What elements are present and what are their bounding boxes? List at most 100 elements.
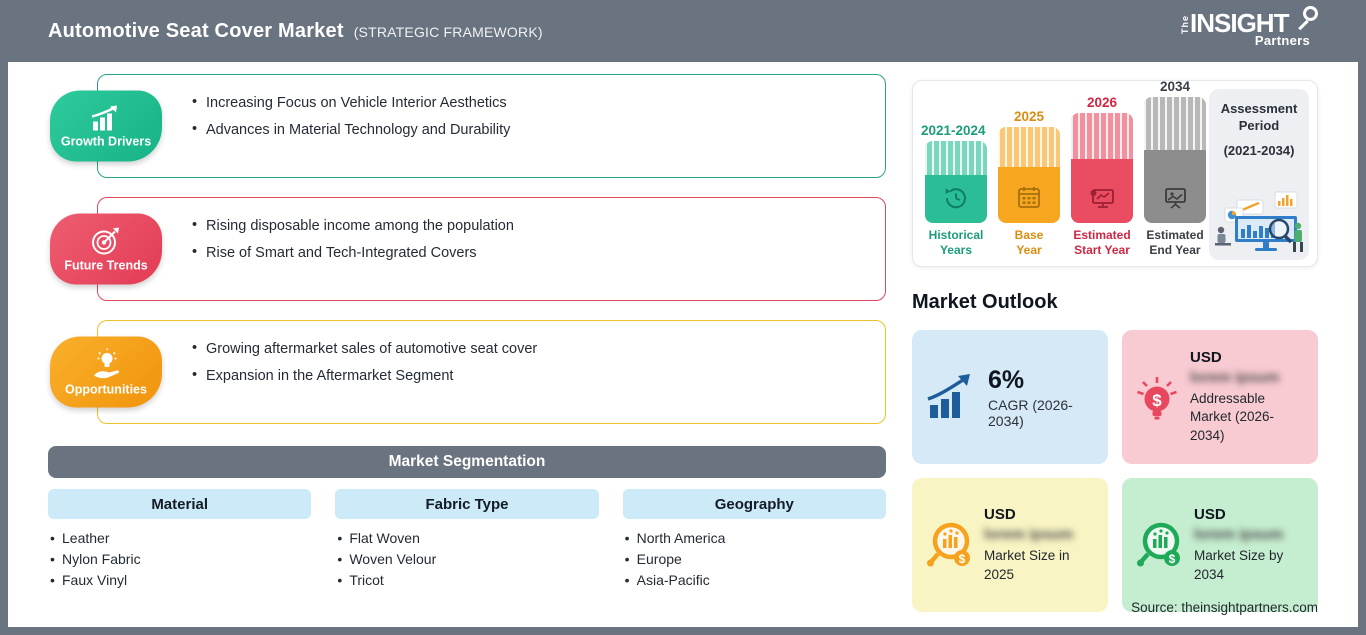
growth-drivers-box: Increasing Focus on Vehicle Interior Aes… xyxy=(97,74,886,178)
opportunities-section: Growing aftermarket sales of automotive … xyxy=(48,320,886,424)
est-end-year-label: 2034 xyxy=(1159,79,1191,94)
addressable-currency: USD xyxy=(1190,349,1222,367)
magnifier-icon xyxy=(1303,6,1318,21)
svg-text:$: $ xyxy=(1169,552,1176,566)
assessment-period-panel: Assessment Period (2021-2034) xyxy=(1209,89,1309,260)
size-2034-label: Market Size by 2034 xyxy=(1194,548,1284,582)
material-header: Material xyxy=(48,489,312,519)
market-outlook-title: Market Outlook xyxy=(912,291,1058,313)
historical-bar xyxy=(925,141,987,223)
svg-text:$: $ xyxy=(1152,391,1162,410)
material-item: Faux Vinyl xyxy=(50,570,311,591)
svg-text:$: $ xyxy=(959,552,966,566)
size-2025-value-blurred: lorem ipsum xyxy=(984,526,1074,544)
assessment-period-range: (2021-2034) xyxy=(1223,142,1295,158)
page-title: Automotive Seat Cover Market (STRATEGIC F… xyxy=(48,20,543,43)
assessment-period-label: Assessment Period xyxy=(1220,101,1298,133)
framework-sections: Increasing Focus on Vehicle Interior Aes… xyxy=(48,74,886,443)
opportunity-bullet: Growing aftermarket sales of automotive … xyxy=(192,340,869,357)
est-end-bar xyxy=(1144,97,1206,223)
insight-partners-logo: The INSIGHT Partners xyxy=(1180,6,1318,48)
market-size-2034-card: $ USD lorem ipsum Market Size by 2034 xyxy=(1122,478,1318,612)
est-start-bar xyxy=(1071,113,1133,223)
future-trends-badge: Future Trends xyxy=(50,213,162,285)
fabric-type-item: Tricot xyxy=(337,570,598,591)
logo-partners: Partners xyxy=(1254,33,1310,48)
future-trends-box: Rising disposable income among the popul… xyxy=(97,197,886,301)
growth-driver-bullet: Increasing Focus on Vehicle Interior Aes… xyxy=(192,94,869,111)
fabric-type-item: Woven Velour xyxy=(337,549,598,570)
size-2025-currency: USD xyxy=(984,506,1016,524)
size-2034-currency: USD xyxy=(1194,506,1226,524)
geography-item: North America xyxy=(625,528,886,549)
fabric-type-item: Flat Woven xyxy=(337,528,598,549)
presentation-icon xyxy=(1165,188,1186,209)
material-item: Leather xyxy=(50,528,311,549)
base-year-label: 2025 xyxy=(1013,109,1045,124)
segment-column-material: Material Leather Nylon Fabric Faux Vinyl xyxy=(48,489,312,591)
page-subtitle: (STRATEGIC FRAMEWORK) xyxy=(353,23,543,40)
future-trends-section: Rising disposable income among the popul… xyxy=(48,197,886,301)
base-year-bar xyxy=(998,127,1060,223)
cagr-value: 6% xyxy=(988,365,1025,394)
geography-item: Asia-Pacific xyxy=(625,570,886,591)
magnifier-chart-icon-green: $ xyxy=(1137,522,1180,567)
page-title-text: Automotive Seat Cover Market xyxy=(48,19,344,42)
growth-driver-bullet: Advances in Material Technology and Dura… xyxy=(192,121,869,138)
hand-lightbulb-icon xyxy=(94,348,120,378)
timeline-base: 2025 xyxy=(996,79,1062,258)
cagr-label: CAGR (2026-2034) xyxy=(988,396,1073,429)
addressable-label: Addressable Market (2026-2034) xyxy=(1190,391,1275,443)
forecast-monitor-icon xyxy=(1090,189,1114,208)
content-canvas: Increasing Focus on Vehicle Interior Aes… xyxy=(8,62,1358,627)
logo-the: The xyxy=(1180,14,1190,34)
segment-column-geography: Geography North America Europe Asia-Paci… xyxy=(622,489,886,591)
addressable-market-card: $ USD lorem ipsum Addressable Market (20… xyxy=(1122,330,1318,464)
growth-drivers-section: Increasing Focus on Vehicle Interior Aes… xyxy=(48,74,886,178)
addressable-value-blurred: lorem ipsum xyxy=(1190,369,1280,387)
opportunities-label: Opportunities xyxy=(65,382,147,396)
size-2025-label: Market Size in 2025 xyxy=(984,548,1070,582)
growth-drivers-label: Growth Drivers xyxy=(60,134,152,148)
geography-header: Geography xyxy=(622,489,886,519)
segmentation-columns: Material Leather Nylon Fabric Faux Vinyl… xyxy=(48,489,886,591)
size-2034-value-blurred: lorem ipsum xyxy=(1194,526,1284,544)
cagr-growth-icon xyxy=(927,374,970,418)
analytics-illustration xyxy=(1215,191,1303,252)
source-attribution: Source: theinsightpartners.com xyxy=(1131,600,1318,615)
future-trends-label: Future Trends xyxy=(64,258,148,272)
material-item: Nylon Fabric xyxy=(50,549,311,570)
magnifier-chart-icon-orange: $ xyxy=(927,522,970,567)
market-outlook-cards: 6% CAGR (2026-2034) $ USD lorem ipsum Ad… xyxy=(912,330,1318,612)
growth-drivers-badge: Growth Drivers xyxy=(50,90,162,162)
opportunities-box: Growing aftermarket sales of automotive … xyxy=(97,320,886,424)
future-trend-bullet: Rise of Smart and Tech-Integrated Covers xyxy=(192,244,869,261)
target-icon xyxy=(92,227,119,254)
fabric-type-header: Fabric Type xyxy=(335,489,599,519)
growth-chart-icon xyxy=(91,105,117,130)
historical-year-label: 2021-2024 xyxy=(921,123,986,138)
market-segmentation-title: Market Segmentation xyxy=(388,453,546,470)
market-size-2025-card: $ USD lorem ipsum Market Size in 2025 xyxy=(912,478,1108,612)
future-trend-bullet: Rising disposable income among the popul… xyxy=(192,217,869,234)
calendar-icon xyxy=(1018,187,1040,208)
opportunities-badge: Opportunities xyxy=(50,336,162,408)
cagr-card: 6% CAGR (2026-2034) xyxy=(912,330,1108,464)
logo-name: INSIGHT xyxy=(1190,8,1289,38)
opportunity-bullet: Expansion in the Aftermarket Segment xyxy=(192,367,869,384)
est-start-year-label: 2026 xyxy=(1086,95,1118,110)
segment-column-fabric-type: Fabric Type Flat Woven Woven Velour Tric… xyxy=(335,489,599,591)
market-segmentation-bar: Market Segmentation xyxy=(48,446,886,478)
geography-item: Europe xyxy=(625,549,886,570)
dollar-bulb-icon: $ xyxy=(1137,377,1177,420)
page-header: Automotive Seat Cover Market (STRATEGIC F… xyxy=(0,0,1366,62)
